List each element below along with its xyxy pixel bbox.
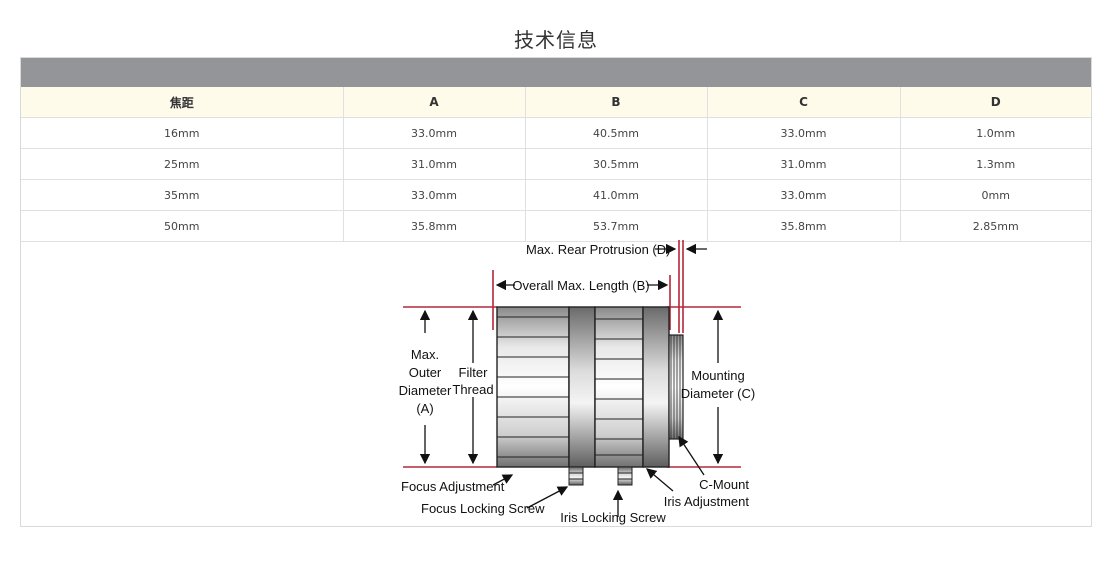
table-row: 25mm 31.0mm 30.5mm 31.0mm 1.3mm: [21, 148, 1091, 180]
lens-dimension-diagram: Max. Rear Protrusion (D) Overall Max. Le…: [399, 240, 755, 525]
table-cell: 25mm: [21, 148, 344, 180]
table-header-bar: [21, 58, 1091, 87]
table-row: 50mm 35.8mm 53.7mm 35.8mm 2.85mm: [21, 210, 1091, 242]
outer-diameter-label-line1: Max.: [411, 347, 439, 362]
mounting-diameter-label-line1: Mounting: [691, 368, 744, 383]
table-cell: 35.8mm: [706, 210, 901, 242]
filter-thread-label-line2: Thread: [452, 382, 493, 397]
page-title: 技术信息: [514, 28, 598, 52]
table-cell: 1.0mm: [899, 117, 1091, 149]
spec-table: 焦距 A B C D 16mm 33.0mm 40.5mm 33.0mm 1.0…: [21, 87, 1091, 242]
dimension-arrows: [419, 243, 724, 517]
outer-diameter-label-line2: Outer: [409, 365, 442, 380]
col-header-c: C: [706, 87, 901, 118]
outer-diameter-label-line4: (A): [416, 401, 433, 416]
table-cell: 0mm: [899, 179, 1091, 211]
dimension-lines: [403, 240, 741, 468]
table-cell: 33.0mm: [706, 117, 901, 149]
col-header-a: A: [342, 87, 526, 118]
table-cell: 30.5mm: [524, 148, 708, 180]
col-header-focal-length: 焦距: [21, 87, 344, 118]
table-cell: 35mm: [21, 179, 344, 211]
iris-locking-screw-label: Iris Locking Screw: [560, 510, 666, 525]
table-cell: 1.3mm: [899, 148, 1091, 180]
outer-diameter-label-line3: Diameter: [399, 383, 452, 398]
col-header-b: B: [524, 87, 708, 118]
focus-locking-screw-part: [568, 466, 584, 486]
mounting-diameter-label-line2: Diameter (C): [681, 386, 755, 401]
table-cell: 31.0mm: [706, 148, 901, 180]
iris-adjustment-label: Iris Adjustment: [664, 494, 750, 509]
filter-thread-label-line1: Filter: [459, 365, 489, 380]
table-cell: 53.7mm: [524, 210, 708, 242]
c-mount-label: C-Mount: [699, 477, 749, 492]
table-cell: 33.0mm: [342, 179, 526, 211]
table-row: 35mm 33.0mm 41.0mm 33.0mm 0mm: [21, 179, 1091, 211]
table-header-row: 焦距 A B C D: [21, 87, 1091, 118]
table-cell: 33.0mm: [342, 117, 526, 149]
overall-length-label: Overall Max. Length (B): [512, 278, 649, 293]
col-header-d: D: [899, 87, 1091, 118]
iris-locking-screw-part: [617, 466, 633, 486]
table-cell: 41.0mm: [524, 179, 708, 211]
table-cell: 35.8mm: [342, 210, 526, 242]
table-cell: 31.0mm: [342, 148, 526, 180]
table-cell: 33.0mm: [706, 179, 901, 211]
table-cell: 50mm: [21, 210, 344, 242]
table-row: 16mm 33.0mm 40.5mm 33.0mm 1.0mm: [21, 117, 1091, 149]
table-cell: 2.85mm: [899, 210, 1091, 242]
focus-locking-screw-label: Focus Locking Screw: [421, 501, 545, 516]
rear-protrusion-label: Max. Rear Protrusion (D): [526, 242, 670, 257]
table-cell: 40.5mm: [524, 117, 708, 149]
spec-panel: 焦距 A B C D 16mm 33.0mm 40.5mm 33.0mm 1.0…: [20, 57, 1092, 527]
lens-body: [496, 306, 684, 468]
focus-adjustment-label: Focus Adjustment: [401, 479, 505, 494]
table-cell: 16mm: [21, 117, 344, 149]
